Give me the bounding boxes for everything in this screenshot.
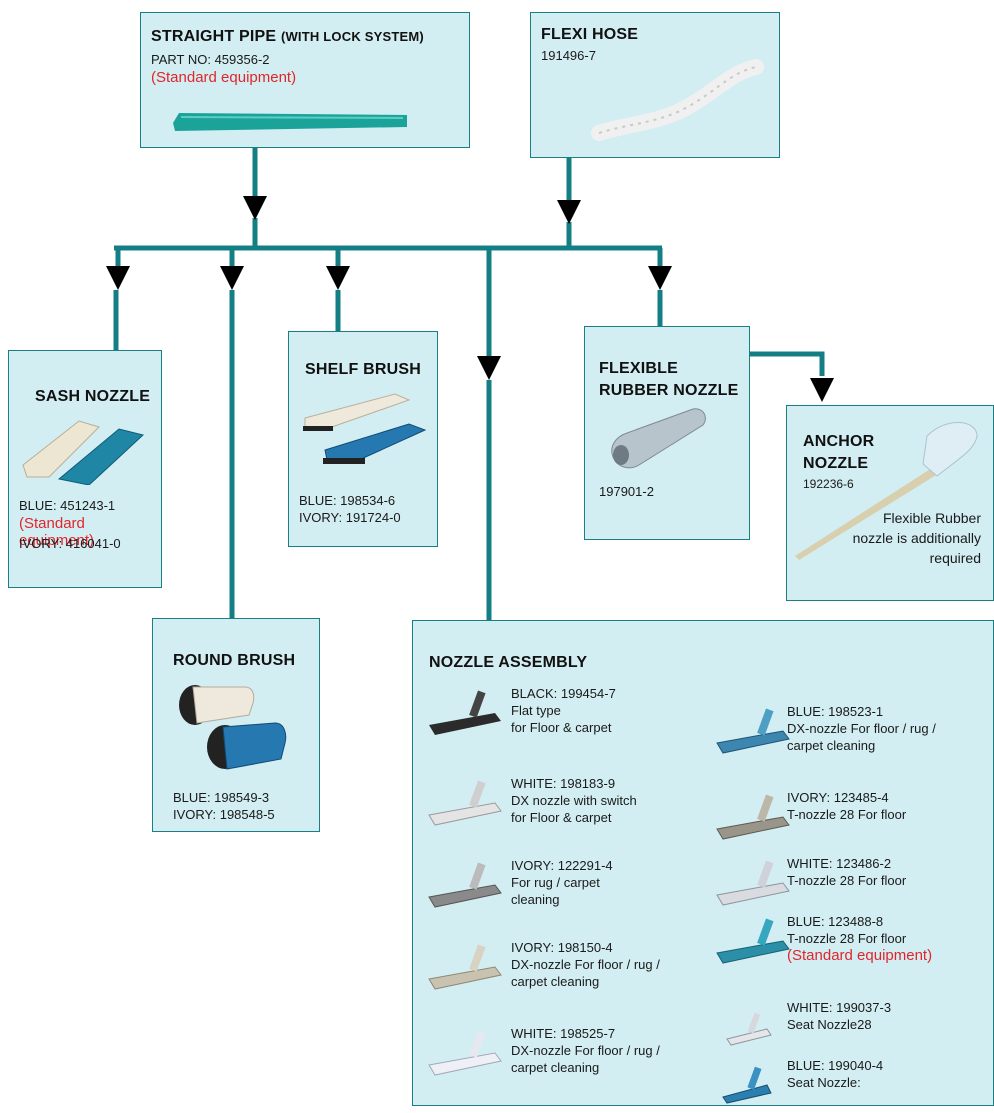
nozzle-item-line-1: IVORY: 198150-4: [511, 940, 613, 955]
round-brush-title: ROUND BRUSH: [173, 652, 296, 669]
nozzle-item-line-1: WHITE: 199037-3: [787, 1000, 892, 1015]
anchor-nozzle-title-1: ANCHOR: [803, 433, 875, 450]
round-brush-image: [179, 685, 287, 770]
sash-nozzle-blue: BLUE: 451243-1: [19, 498, 116, 513]
sash-nozzle-box: SASH NOZZLE BLUE: 451243-1 (Standard equ…: [8, 350, 162, 588]
arrow-down-icon: [557, 200, 581, 224]
nozzle-thumbnail: [716, 918, 790, 964]
flexible-rubber-nozzle-title-2: RUBBER NOZZLE: [599, 382, 739, 399]
nozzle-thumbnail: [428, 944, 502, 990]
nozzle-assembly-box: NOZZLE ASSEMBLY BLACK: 199454-7 Flat typ…: [412, 620, 994, 1106]
nozzle-item-line-2: Seat Nozzle28: [787, 1017, 872, 1032]
straight-pipe-standard: (Standard equipment): [151, 69, 297, 86]
straight-pipe-title: STRAIGHT PIPE (WITH LOCK SYSTEM): [151, 28, 424, 45]
nozzle-thumbnail: [722, 1066, 772, 1104]
nozzle-thumbnail: [428, 1030, 502, 1076]
nozzle-thumbnail: [429, 690, 501, 735]
flexi-hose-title: FLEXI HOSE: [541, 26, 639, 43]
nozzle-item-line-3: for Floor & carpet: [511, 810, 612, 825]
nozzle-item-line-1: BLACK: 199454-7: [511, 686, 616, 701]
nozzle-item-line-2: T-nozzle 28 For floor: [787, 873, 907, 888]
anchor-nozzle-note-2: nozzle is additionally: [852, 530, 981, 546]
shelf-brush-image: [303, 393, 427, 464]
nozzle-item-line-1: IVORY: 122291-4: [511, 858, 613, 873]
nozzle-thumbnail: [428, 862, 502, 908]
sash-nozzle-standard: (Standard equipment): [19, 515, 95, 549]
nozzle-thumbnail: [428, 780, 502, 826]
straight-pipe-image: [173, 113, 407, 131]
flexible-rubber-nozzle-image: [611, 408, 706, 469]
nozzle-item-line-2: Flat type: [511, 703, 561, 718]
sash-nozzle-image: [22, 420, 145, 485]
nozzle-item-line-2: T-nozzle 28 For floor: [787, 931, 907, 946]
nozzle-thumbnail: [716, 708, 790, 754]
sash-nozzle-title: SASH NOZZLE: [35, 388, 151, 405]
arrow-down-icon: [648, 266, 672, 290]
anchor-nozzle-note-3: required: [929, 550, 981, 566]
round-brush-ivory: IVORY: 198548-5: [173, 807, 275, 822]
nozzle-item-line-3: cleaning: [511, 892, 560, 907]
anchor-nozzle-image: [795, 422, 978, 560]
arrow-down-icon: [220, 266, 244, 290]
arrow-down-icon: [326, 266, 350, 290]
flexible-rubber-nozzle-part-no: 197901-2: [599, 484, 654, 499]
nozzle-item-line-2: T-nozzle 28 For floor: [787, 807, 907, 822]
anchor-nozzle-part-no: 192236-6: [803, 477, 854, 491]
nozzle-thumbnail: [726, 1012, 772, 1046]
anchor-nozzle-title-2: NOZZLE: [803, 455, 869, 472]
nozzle-item-line-2: For rug / carpet: [511, 875, 600, 890]
nozzle-item-line-1: WHITE: 198525-7: [511, 1026, 616, 1041]
shelf-brush-title: SHELF BRUSH: [305, 361, 421, 378]
nozzle-item-line-1: WHITE: 123486-2: [787, 856, 892, 871]
round-brush-blue: BLUE: 198549-3: [173, 790, 270, 805]
nozzle-item-line-1: BLUE: 123488-8: [787, 914, 884, 929]
flexi-hose-part-no: 191496-7: [541, 48, 596, 63]
anchor-nozzle-box: ANCHOR NOZZLE 192236-6 Flexible Rubber n…: [786, 405, 994, 601]
nozzle-item-line-3: carpet cleaning: [511, 1060, 600, 1075]
flexi-hose-box: FLEXI HOSE 191496-7: [530, 12, 780, 158]
arrow-down-icon: [810, 378, 834, 402]
nozzle-item-line-3: carpet cleaning: [511, 974, 600, 989]
shelf-brush-box: SHELF BRUSH BLUE: 198534-6 IVORY: 191724…: [288, 331, 438, 547]
nozzle-item-line-3: carpet cleaning: [787, 738, 876, 753]
anchor-nozzle-note-1: Flexible Rubber: [882, 510, 981, 526]
straight-pipe-box: STRAIGHT PIPE (WITH LOCK SYSTEM) PART NO…: [140, 12, 470, 148]
straight-pipe-part-no: PART NO: 459356-2: [151, 52, 270, 67]
nozzle-thumbnail: [716, 860, 790, 906]
nozzle-item-line-2: Seat Nozzle:: [787, 1075, 861, 1090]
nozzle-assembly-title: NOZZLE ASSEMBLY: [429, 654, 588, 671]
sash-nozzle-ivory: IVORY: 416041-0: [19, 536, 121, 551]
nozzle-item-line-1: WHITE: 198183-9: [511, 776, 616, 791]
flexible-rubber-nozzle-title-1: FLEXIBLE: [599, 360, 678, 377]
nozzle-item-line-2: DX-nozzle For floor / rug /: [787, 721, 936, 736]
nozzle-item-line-2: DX-nozzle For floor / rug /: [511, 1043, 660, 1058]
arrow-down-icon: [106, 266, 130, 290]
arrow-down-icon: [243, 196, 267, 220]
nozzle-item-line-3: for Floor & carpet: [511, 720, 612, 735]
nozzle-item-line-2: DX nozzle with switch: [511, 793, 637, 808]
round-brush-box: ROUND BRUSH BLUE: 198549-3 IVORY: 198548…: [152, 618, 320, 832]
nozzle-item-line-1: BLUE: 199040-4: [787, 1058, 884, 1073]
nozzle-item-standard: (Standard equipment): [787, 947, 933, 964]
arrow-down-icon: [477, 356, 501, 380]
shelf-brush-ivory: IVORY: 191724-0: [299, 510, 401, 525]
shelf-brush-blue: BLUE: 198534-6: [299, 493, 396, 508]
nozzle-thumbnail: [716, 794, 790, 840]
nozzle-item-line-2: DX-nozzle For floor / rug /: [511, 957, 660, 972]
flexi-hose-image: [591, 59, 764, 141]
nozzle-item-line-1: BLUE: 198523-1: [787, 704, 884, 719]
nozzle-item-line-1: IVORY: 123485-4: [787, 790, 889, 805]
flexible-rubber-nozzle-box: FLEXIBLE RUBBER NOZZLE 197901-2: [584, 326, 750, 540]
